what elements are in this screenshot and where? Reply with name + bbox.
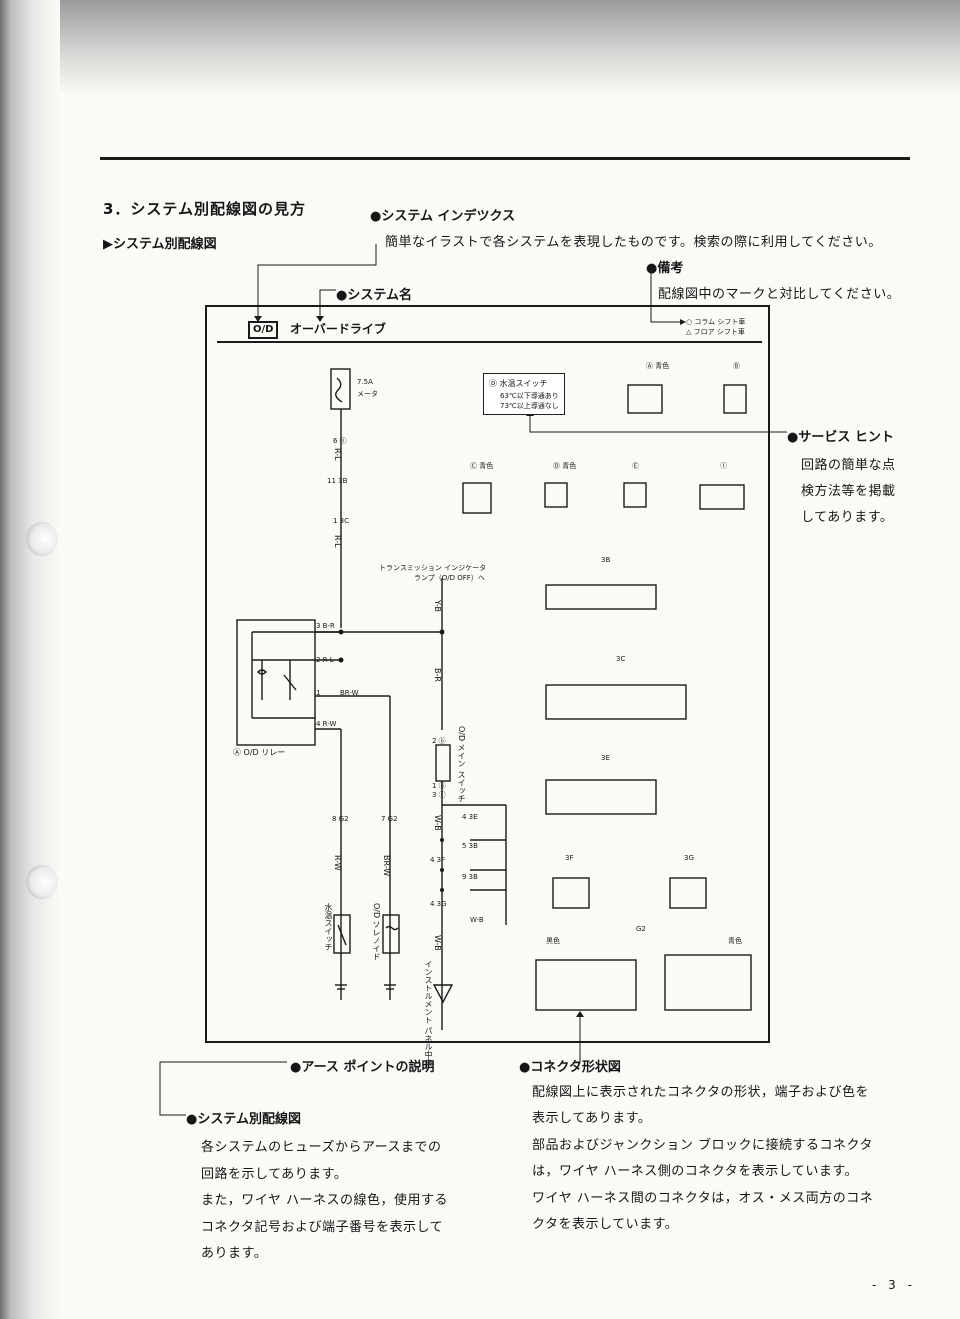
connector-ref: 5 3B: [462, 842, 478, 850]
service-hint-line: 検方法等を掲載: [801, 484, 896, 499]
wire-color: BR-W: [382, 855, 391, 877]
page-number: - 3 -: [872, 1278, 916, 1292]
service-hint-line: 回路の簡単な点: [801, 458, 896, 473]
connector-shape-line: ワイヤ ハーネス間のコネクタは，オス・メス両方のコネ: [532, 1191, 874, 1206]
ground-point-label: ●アース ポイントの説明: [290, 1060, 435, 1075]
connector-shape-line: 部品およびジャンクション ブロックに接続するコネクタ: [532, 1138, 873, 1153]
connector-ref: 11 3B: [327, 477, 348, 485]
connector-ref: 2 ⓑ: [432, 737, 446, 745]
connector-i-label: Ⓘ: [720, 462, 727, 470]
system-name-label: ●システム名: [336, 288, 412, 303]
od-main-switch-label: O/D メイン スイッチ: [457, 726, 466, 803]
system-index-text: 簡単なイラストで各システムを表現したものです。検索の際に利用してください。: [385, 235, 882, 250]
connector-b-label: Ⓑ: [733, 362, 740, 370]
scan-shadow-top: [0, 0, 960, 95]
wire-color: W-B: [433, 935, 442, 951]
system-wiring-line: 各システムのヒューズからアースまでの: [201, 1140, 442, 1155]
connector-g2-black-label: 黒色: [546, 937, 560, 945]
connector-3c-label: 3C: [616, 655, 626, 663]
connector-shape-line: 表示してあります。: [532, 1111, 652, 1126]
scan-shadow-left: [0, 0, 60, 1319]
wire-color: R-L: [333, 535, 342, 548]
connector-ref: 8 G2: [332, 815, 349, 823]
legend-column-shift: ○ コラム シフト車: [686, 318, 746, 326]
connector-3b-label: 3B: [601, 556, 611, 564]
connector-ref: 9 3B: [462, 873, 478, 881]
connector-3g-label: 3G: [684, 854, 694, 862]
connector-ref: 6 Ⓘ: [333, 437, 347, 445]
system-code-badge: O/D: [248, 321, 279, 339]
service-hint-label: ●サービス ヒント: [787, 430, 894, 445]
connector-shape-label: ●コネクタ形状図: [519, 1060, 621, 1075]
system-index-label: ●システム インデツクス: [370, 209, 516, 224]
water-temp-switch-label: 水温スイッチ: [324, 903, 333, 951]
connector-c-label: Ⓒ 青色: [470, 462, 494, 470]
remarks-text: 配線図中のマークと対比してください。: [658, 287, 901, 302]
wire-color: B-R: [433, 668, 442, 682]
connector-ref: 7 G2: [381, 815, 398, 823]
service-hint-line: してあります。: [801, 510, 894, 525]
service-note-box: [483, 373, 565, 415]
wire-color: Y-B: [433, 600, 442, 613]
connector-shape-line: クタを表示しています。: [532, 1217, 679, 1232]
system-name: オーバードライブ: [290, 322, 386, 336]
connector-ref: 3 ⓒ: [432, 791, 446, 799]
fuse-name: メータ: [357, 390, 378, 398]
header-rule: [100, 157, 910, 160]
connector-3f-label: 3F: [565, 854, 574, 862]
relay-pin: BR-W: [340, 689, 359, 697]
connector-ref: 4 3G: [430, 900, 447, 908]
connector-a-label: Ⓐ 青色: [646, 362, 670, 370]
system-wiring-label: ●システム別配線図: [186, 1112, 301, 1127]
relay-label: Ⓐ O/D リレー: [233, 748, 286, 757]
connector-ref: 1 ⓑ: [432, 782, 446, 790]
wire-color: R-L: [333, 448, 342, 461]
connector-shape-line: は，ワイヤ ハーネス側のコネクタを表示しています。: [532, 1164, 859, 1179]
system-wiring-line: また，ワイヤ ハーネスの線色，使用する: [201, 1193, 448, 1208]
system-wiring-line: あります。: [201, 1246, 268, 1261]
subsection-title: ▶システム別配線図: [103, 237, 217, 252]
indicator-lamp-line: トランスミッション インジケータ: [379, 564, 487, 572]
connector-ref: 4 3F: [430, 856, 446, 864]
punch-hole-upper: [26, 522, 58, 556]
wiring-diagram-frame: [205, 305, 770, 1043]
connector-g2-blue-label: 青色: [728, 937, 742, 945]
relay-pin: 4 R-W: [316, 720, 337, 728]
wire-color: W-B: [433, 815, 442, 831]
od-solenoid-label: O/D ソレノイド: [372, 903, 381, 961]
connector-shape-line: 配線図上に表示されたコネクタの形状，端子および色を: [532, 1085, 869, 1100]
punch-hole-lower: [26, 865, 58, 899]
connector-d-label: Ⓓ 青色: [553, 462, 577, 470]
indicator-lamp-line: ランプ（O/D OFF）へ: [414, 574, 485, 582]
note-title: Ⓓ 水温スイッチ: [489, 379, 548, 388]
relay-pin: 3 B-R: [316, 622, 335, 630]
system-wiring-line: コネクタ記号および端子番号を表示して: [201, 1220, 444, 1235]
wire-color: W-B: [470, 916, 484, 924]
relay-pin: 1: [316, 689, 321, 697]
note-line: 63℃以下導通あり: [500, 392, 559, 400]
connector-3e-label: 3E: [601, 754, 610, 762]
system-wiring-line: 回路を示してあります。: [201, 1167, 348, 1182]
instrument-panel-ground-label: インストルメント パネル中央: [424, 960, 433, 1067]
remarks-label: ●備考: [646, 261, 684, 276]
connector-e-label: Ⓔ: [632, 462, 639, 470]
connector-ref: 4 3E: [462, 813, 478, 821]
legend-floor-shift: △ フロア シフト車: [686, 328, 745, 336]
connector-g2-label: G2: [636, 925, 646, 933]
fuse-rating: 7.5A: [357, 378, 373, 386]
wire-color: R-W: [333, 855, 342, 871]
section-title: 3．システム別配線図の見方: [103, 200, 306, 218]
note-line: 73℃以上導通なし: [500, 402, 559, 410]
